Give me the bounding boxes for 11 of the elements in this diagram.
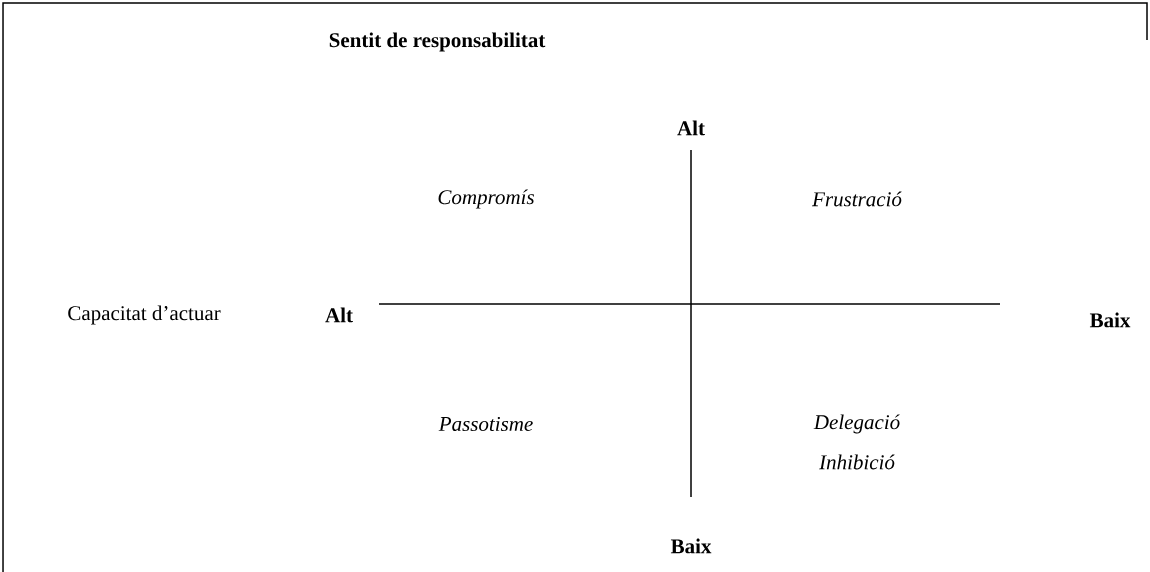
- quadrant-label: Inhibició: [819, 454, 895, 470]
- quadrant-label: Delegació: [813, 414, 900, 434]
- quadrant-label: Frustració: [812, 191, 902, 207]
- quadrant-label: Passotisme: [438, 416, 533, 432]
- axis-end-label: Baix: [670, 538, 712, 554]
- axis-end-label: Baix: [1089, 312, 1131, 328]
- quadrant-label: Compromís: [438, 189, 534, 209]
- axis-end-label: Alt: [677, 120, 705, 136]
- heading: Sentit de responsabilitat: [329, 32, 546, 52]
- axis-end-label: Alt: [325, 307, 353, 323]
- axis-title: Capacitat d’actuar: [68, 305, 221, 325]
